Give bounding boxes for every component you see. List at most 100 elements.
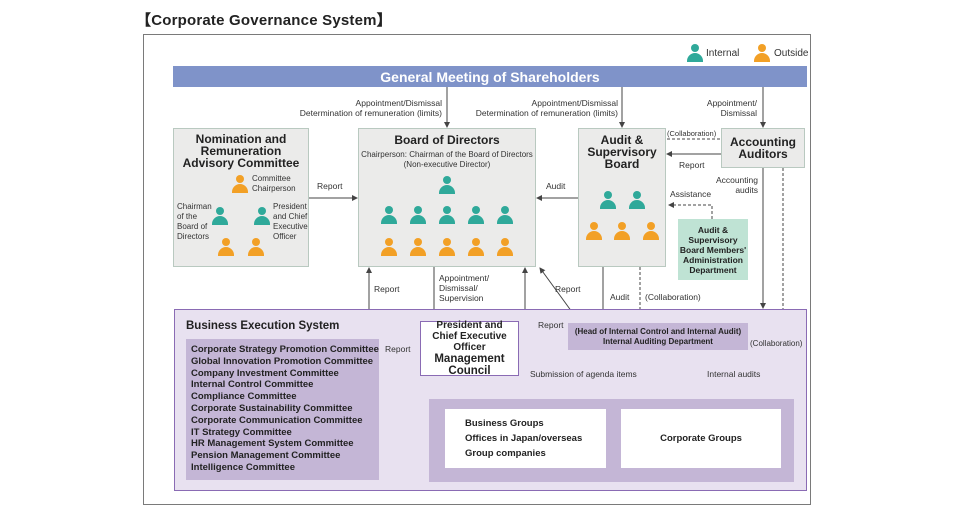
asb-title-line-2: Supervisory — [587, 145, 657, 159]
chairman-label: Chairman of the Board of Directors — [177, 202, 212, 242]
bod-chairperson-person-icon — [439, 176, 455, 194]
president-label: President and Chief Executive Officer — [273, 202, 308, 242]
label-audit-down: Audit — [610, 292, 630, 302]
asb-internal-person-icon — [629, 191, 645, 209]
asbmad-line-5: Department — [689, 264, 737, 275]
label-appt-sup-line-2: Dismissal/ — [439, 283, 478, 293]
asbmad-line-4: Administration — [683, 254, 743, 265]
committee-item: Company Investment Committee — [191, 367, 339, 379]
mgmt-line-1: President and — [436, 320, 503, 331]
label-collaboration-top: (Collaboration) — [667, 129, 717, 138]
asb-title-line-3: Board — [604, 157, 640, 171]
label-report-nomination: Report — [317, 181, 343, 191]
label-accounting-audits-line-2: audits — [735, 185, 758, 195]
bod-outside-person-icon — [439, 238, 455, 256]
bod-internal-person-icon — [439, 206, 455, 224]
committee-chairperson-person-icon — [232, 175, 248, 193]
committee-item: Corporate Strategy Promotion Committee — [191, 344, 379, 355]
nomination-remuneration-committee — [173, 128, 309, 267]
legend-outside-person-icon — [754, 44, 770, 62]
label-accounting-audits-line-1: Accounting — [715, 175, 758, 185]
outside-member-person-icon — [248, 238, 264, 256]
committee-item: Corporate Communication Committee — [191, 414, 363, 426]
label-report-committees-to-bod: Report — [374, 284, 400, 294]
president-management-council: President and Chief Executive Officer Ma… — [420, 320, 519, 377]
label-audit-bod: Audit — [546, 181, 566, 191]
asb-outside-person-icon — [643, 222, 659, 240]
bod-internal-person-icon — [497, 206, 513, 224]
asb-internal-person-icon — [600, 191, 616, 209]
committee-item: Corporate Sustainability Committee — [191, 402, 353, 414]
label-assistance: Assistance — [670, 189, 712, 199]
label-det-remuneration-1: Determination of remuneration (limits) — [299, 108, 442, 118]
iad-line-1: (Head of Internal Control and Internal A… — [574, 326, 742, 336]
label-accounting-audits: Accounting audits — [707, 175, 758, 195]
asbmad-line-2: Supervisory — [688, 234, 738, 245]
bod-outside-person-icon — [497, 238, 513, 256]
label-appt-dismissal-1: Appointment/Dismissal — [355, 98, 442, 108]
label-det-remuneration-2: Determination of remuneration (limits) — [475, 108, 618, 118]
nomination-title-line-3: Advisory Committee — [182, 156, 300, 170]
committees-list: Corporate Strategy Promotion Committee G… — [186, 339, 379, 480]
president-person-icon — [254, 207, 270, 225]
chairman-person-icon — [212, 207, 228, 225]
label-report-committees-to-mgmt: Report — [385, 344, 411, 354]
bod-outside-person-icon — [381, 238, 397, 256]
label-collaboration-right: (Collaboration) — [750, 339, 803, 348]
label-appt-line-1: Appointment/ — [706, 98, 757, 108]
chairperson-line-2: Chairperson — [252, 184, 296, 193]
committee-item: IT Strategy Committee — [191, 426, 292, 438]
asbmad-line-3: Board Members' — [679, 244, 747, 255]
label-report-auditors: Report — [679, 160, 705, 170]
label-report-iad-to-mgmt: Report — [538, 320, 564, 330]
diagram-heading: 【Corporate Governance System】 — [136, 12, 392, 29]
corporate-groups-box: Corporate Groups — [621, 409, 781, 468]
business-groups-box: Business Groups Offices in Japan/oversea… — [445, 409, 606, 468]
legend-internal-person-icon — [687, 44, 703, 62]
bod-title: Board of Directors — [394, 133, 500, 147]
president-line-2: and Chief — [273, 212, 308, 221]
accounting-auditors: Accounting Auditors — [721, 128, 805, 168]
business-groups-line-1: Business Groups — [465, 418, 544, 429]
general-meeting-of-shareholders: General Meeting of Shareholders — [173, 66, 807, 87]
bod-internal-person-icon — [468, 206, 484, 224]
committee-item: HR Management System Committee — [191, 438, 354, 450]
chairman-line-3: Board of — [177, 222, 208, 231]
dashed-assistance — [668, 202, 713, 219]
bes-title: Business Execution System — [186, 320, 340, 332]
label-appt-line-2: Dismissal — [720, 108, 757, 118]
nomination-title-line-2: Remuneration — [200, 144, 282, 158]
committee-item: Pension Management Committee — [191, 450, 341, 462]
bod-internal-person-icon — [410, 206, 426, 224]
iad-line-2: Internal Auditing Department — [603, 336, 713, 346]
chairman-line-1: Chairman — [177, 202, 212, 211]
president-line-4: Officer — [273, 232, 297, 241]
committee-item: Global Innovation Promotion Committee — [191, 355, 374, 367]
committee-chairperson-label: Committee Chairperson — [252, 174, 296, 194]
bod-subtitle-line-1: Chairperson: Chairman of the Board of Di… — [361, 150, 533, 159]
president-line-3: Executive — [273, 222, 308, 231]
chairman-line-2: of the — [177, 212, 198, 221]
bod-outside-person-icon — [410, 238, 426, 256]
label-appointment-supervision: Appointment/ Dismissal/ Supervision — [439, 273, 489, 303]
nomination-title-line-1: Nomination and — [195, 132, 287, 146]
label-appointment-bod: Appointment/Dismissal Determination of r… — [290, 98, 442, 118]
business-groups-line-2: Offices in Japan/overseas — [465, 433, 583, 444]
president-line-1: President — [273, 202, 307, 211]
legend-outside-label: Outside — [774, 48, 809, 59]
asb-outside-person-icon — [614, 222, 630, 240]
outside-member-person-icon — [218, 238, 234, 256]
asbmad-line-1: Audit & — [697, 224, 729, 235]
asb-outside-person-icon — [586, 222, 602, 240]
label-appointment-asb: Appointment/Dismissal Determination of r… — [462, 98, 618, 118]
mgmt-line-4: Council — [448, 365, 491, 377]
label-appt-dismissal-2: Appointment/Dismissal — [531, 98, 618, 108]
label-internal-audits: Internal audits — [707, 369, 761, 379]
asb-title: Audit & Supervisory Board — [578, 134, 666, 170]
bod-outside-person-icon — [468, 238, 484, 256]
committee-item: Internal Control Committee — [191, 379, 314, 391]
diagram-frame — [143, 34, 811, 505]
bod-subtitle-line-2: (Non-executive Director) — [403, 160, 491, 169]
legend-internal-label: Internal — [706, 48, 740, 59]
committee-item: Compliance Committee — [191, 391, 297, 403]
